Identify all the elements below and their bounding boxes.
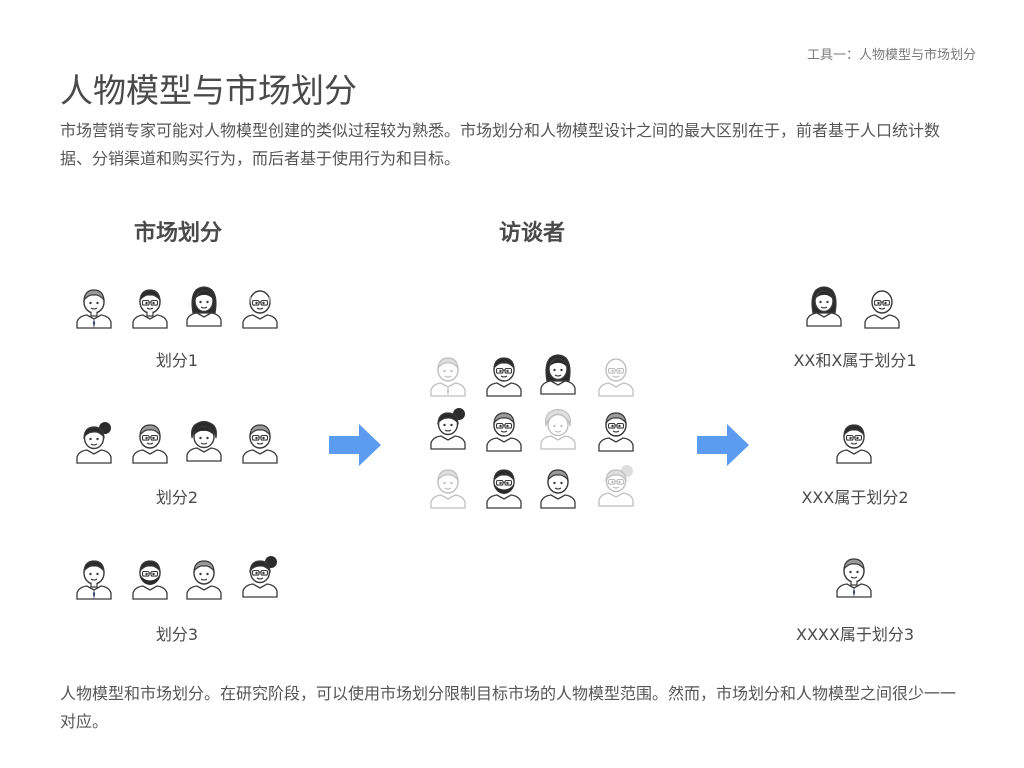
- person-avatar-icon: [428, 465, 468, 509]
- result-caption-1: XX和X属于划分1: [793, 351, 917, 370]
- result-caption-3: XXXX属于划分3: [795, 625, 915, 644]
- person-avatar-icon: [130, 420, 170, 464]
- segment-caption-3: 划分3: [155, 625, 199, 644]
- person-avatar-icon: [834, 420, 874, 464]
- person-avatar-icon: [428, 353, 468, 397]
- segment-caption-2: 划分2: [155, 488, 199, 507]
- person-avatar-icon: [240, 420, 280, 464]
- person-avatar-icon: [130, 285, 170, 329]
- person-avatar-icon: [184, 283, 224, 327]
- intro-paragraph: 市场营销专家可能对人物模型创建的类似过程较为熟悉。市场划分和人物模型设计之间的最…: [60, 121, 941, 168]
- person-avatar-icon: [74, 420, 114, 464]
- person-avatar-icon: [130, 556, 170, 600]
- person-avatar-icon: [834, 554, 874, 598]
- interviewees-column-title: 访谈者: [498, 221, 565, 246]
- arrow-right-icon: [329, 424, 381, 470]
- segment-caption-1: 划分1: [155, 351, 199, 370]
- person-avatar-icon: [74, 285, 114, 329]
- header-tag: 工具一：人物模型与市场划分: [806, 48, 976, 63]
- person-avatar-icon: [484, 408, 524, 452]
- person-avatar-icon: [184, 556, 224, 600]
- person-avatar-icon: [538, 351, 578, 395]
- result-caption-2: XXX属于划分2: [801, 488, 909, 507]
- person-avatar-icon: [74, 556, 114, 600]
- person-avatar-icon: [596, 463, 636, 507]
- person-avatar-icon: [484, 465, 524, 509]
- person-avatar-icon: [484, 353, 524, 397]
- page-title: 人物模型与市场划分: [60, 71, 357, 110]
- person-avatar-icon: [428, 406, 468, 450]
- person-avatar-icon: [804, 283, 844, 327]
- footer-paragraph: 人物模型和市场划分。在研究阶段，可以使用市场划分限制目标市场的人物模型范围。然而…: [60, 684, 957, 731]
- arrow-right-icon: [697, 424, 749, 470]
- person-avatar-icon: [596, 408, 636, 452]
- person-avatar-icon: [538, 406, 578, 450]
- segments-column-title: 市场划分: [133, 221, 222, 246]
- person-avatar-icon: [862, 285, 902, 329]
- person-avatar-icon: [240, 554, 280, 598]
- person-avatar-icon: [596, 353, 636, 397]
- person-avatar-icon: [240, 285, 280, 329]
- person-avatar-icon: [538, 465, 578, 509]
- person-avatar-icon: [184, 418, 224, 462]
